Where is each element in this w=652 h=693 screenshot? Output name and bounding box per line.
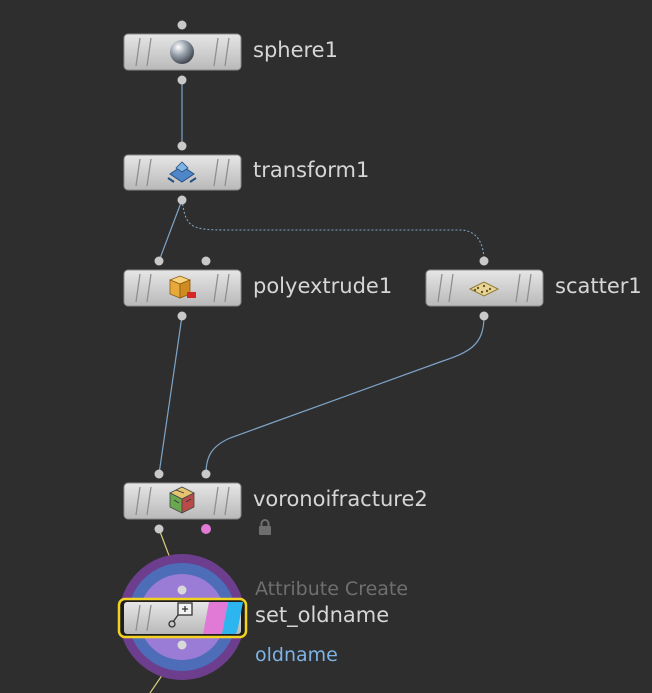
wire-transform-to-scatter[interactable]: [181, 199, 485, 262]
node-label-sphere1[interactable]: sphere1: [253, 38, 338, 62]
node-scatter1[interactable]: [425, 256, 544, 321]
input-connector[interactable]: [177, 585, 187, 595]
polyextrude-icon: [168, 275, 196, 299]
output-connector[interactable]: [154, 524, 164, 534]
node-hatch: [135, 158, 230, 187]
input-connector-1[interactable]: [154, 256, 164, 266]
output-connector[interactable]: [177, 640, 187, 650]
node-parameter-label: oldname: [255, 644, 338, 666]
output-connector-render[interactable]: [201, 524, 211, 534]
wire-polyextrude-to-voronoi[interactable]: [158, 315, 183, 475]
node-label-transform1[interactable]: transform1: [253, 158, 370, 182]
input-connector-1[interactable]: [154, 469, 164, 479]
input-connector[interactable]: [479, 256, 489, 266]
attribute-create-icon: [168, 602, 193, 628]
input-connector-2[interactable]: [201, 469, 211, 479]
node-hatch: [135, 273, 230, 303]
node-label-scatter1[interactable]: scatter1: [555, 274, 642, 298]
voronoi-fracture-icon: [169, 486, 195, 514]
node-hatch: [437, 273, 532, 303]
node-label-polyextrude1[interactable]: polyextrude1: [253, 274, 393, 298]
lock-icon: [259, 519, 271, 535]
wire-transform-to-polyextrude[interactable]: [158, 199, 183, 262]
output-connector[interactable]: [479, 311, 489, 321]
display-flag[interactable]: [222, 602, 243, 634]
render-flag[interactable]: [203, 602, 228, 634]
input-connector[interactable]: [177, 141, 187, 151]
node-label-set-oldname[interactable]: set_oldname: [255, 603, 390, 627]
node-voronoifracture2[interactable]: [123, 469, 242, 535]
node-sphere1[interactable]: [123, 20, 242, 85]
output-connector[interactable]: [177, 75, 187, 85]
input-connector-2[interactable]: [201, 256, 211, 266]
node-set-oldname[interactable]: [117, 554, 248, 680]
node-transform1[interactable]: [123, 141, 242, 205]
output-connector[interactable]: [177, 195, 187, 205]
node-label-voronoifracture2[interactable]: voronoifracture2: [253, 487, 428, 511]
wire-scatter-to-voronoi[interactable]: [205, 315, 485, 475]
node-hatch: [135, 486, 230, 516]
output-connector[interactable]: [177, 311, 187, 321]
input-connector[interactable]: [177, 20, 187, 30]
scatter-icon: [468, 281, 500, 297]
transform-icon: [167, 161, 197, 183]
sphere-icon: [170, 40, 194, 64]
node-type-label: Attribute Create: [255, 578, 409, 600]
node-polyextrude1[interactable]: [123, 256, 242, 321]
node-hatch: [135, 37, 230, 67]
node-hatch: [135, 604, 152, 632]
